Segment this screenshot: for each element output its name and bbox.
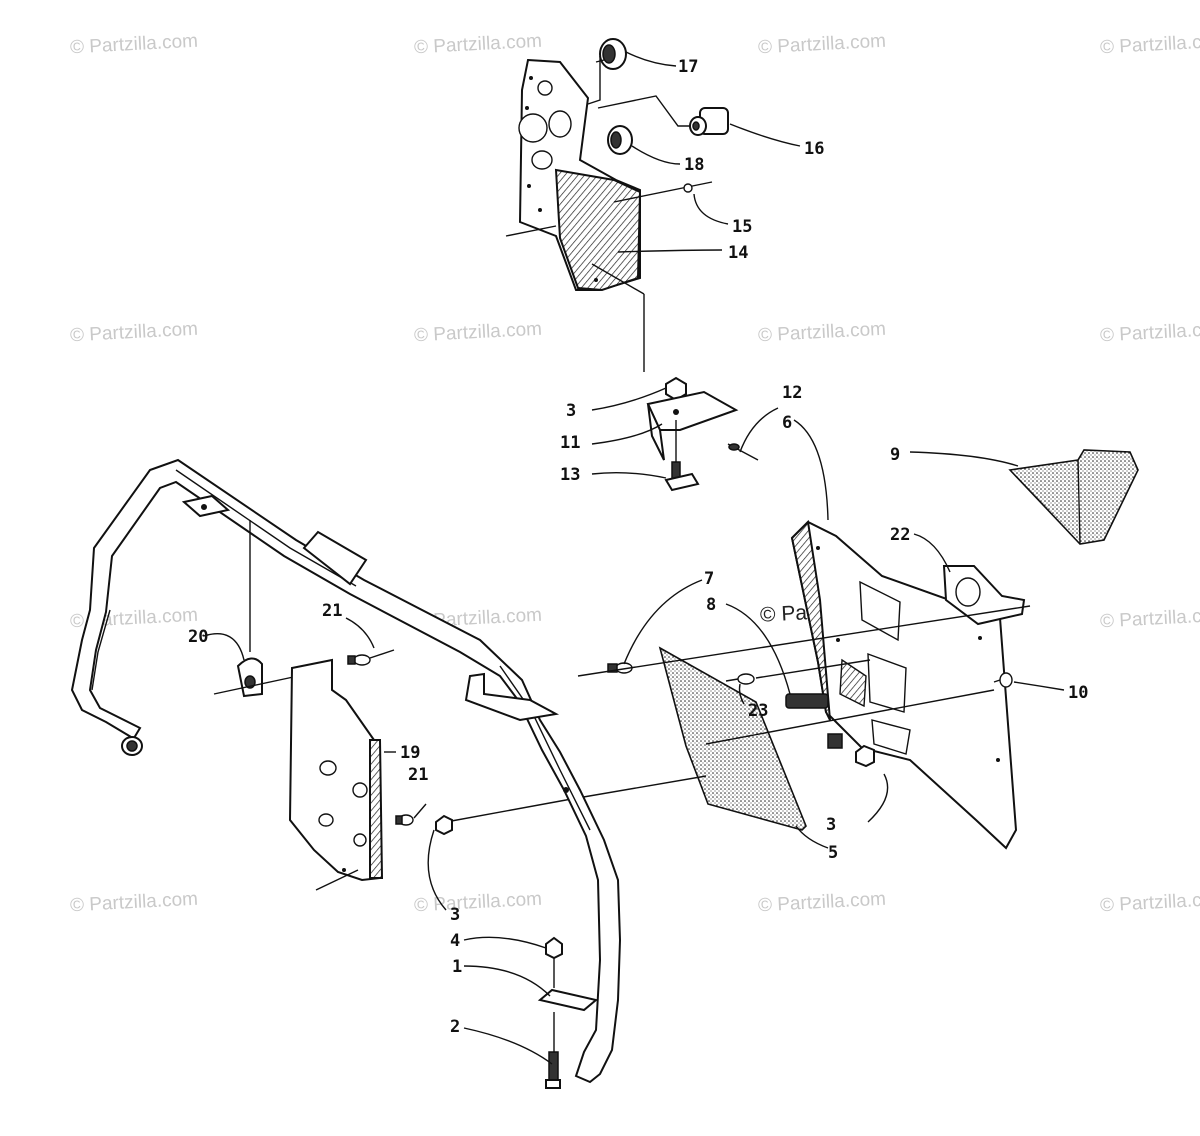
callout-20: 20: [188, 627, 208, 647]
nut-part: [855, 744, 875, 768]
callout-6: 6: [782, 413, 792, 433]
callout-23: 23: [748, 701, 768, 721]
callout-16: 16: [804, 139, 824, 159]
bolt-part: [545, 1051, 561, 1089]
callout-12: 12: [782, 383, 802, 403]
rivet-part: [725, 673, 755, 685]
callout-5: 5: [828, 843, 838, 863]
pad-part: [785, 693, 829, 709]
callout-2: 2: [450, 1017, 460, 1037]
callout-18: 18: [684, 155, 704, 175]
rivet-part: [395, 803, 427, 826]
nut-part: [665, 376, 687, 402]
rivet-part: [347, 649, 395, 666]
mounting-plate-part: [288, 658, 384, 882]
callout-21: 21: [322, 601, 342, 621]
callout-3: 3: [826, 815, 836, 835]
bolt-part: [664, 461, 700, 492]
callout-21: 21: [408, 765, 428, 785]
side-plate-part: [790, 519, 1018, 850]
callout-3: 3: [450, 905, 460, 925]
callout-1: 1: [452, 957, 462, 977]
callout-3: 3: [566, 401, 576, 421]
mount-bracket-part: [646, 390, 739, 461]
nut-part: [435, 814, 453, 836]
callout-17: 17: [678, 57, 698, 77]
callout-10: 10: [1068, 683, 1088, 703]
grommet-part: [599, 38, 627, 70]
nut-part: [545, 936, 563, 960]
screw-part: [993, 672, 1013, 688]
pin-part: [727, 443, 759, 461]
callout-14: 14: [728, 243, 748, 263]
grommet-part: [607, 125, 633, 155]
bushing-part: [689, 107, 729, 136]
callout-7: 7: [704, 569, 714, 589]
callout-13: 13: [560, 465, 580, 485]
callout-19: 19: [400, 743, 420, 763]
upper-bracket-part: [518, 58, 642, 292]
bumper-bar-part: [70, 458, 622, 1084]
clamp-part: [236, 657, 263, 698]
callout-11: 11: [560, 433, 580, 453]
callout-22: 22: [890, 525, 910, 545]
triangular-panel-part: [1008, 449, 1139, 545]
callout-15: 15: [732, 217, 752, 237]
callout-4: 4: [450, 931, 460, 951]
callout-8: 8: [706, 595, 716, 615]
callout-9: 9: [890, 445, 900, 465]
